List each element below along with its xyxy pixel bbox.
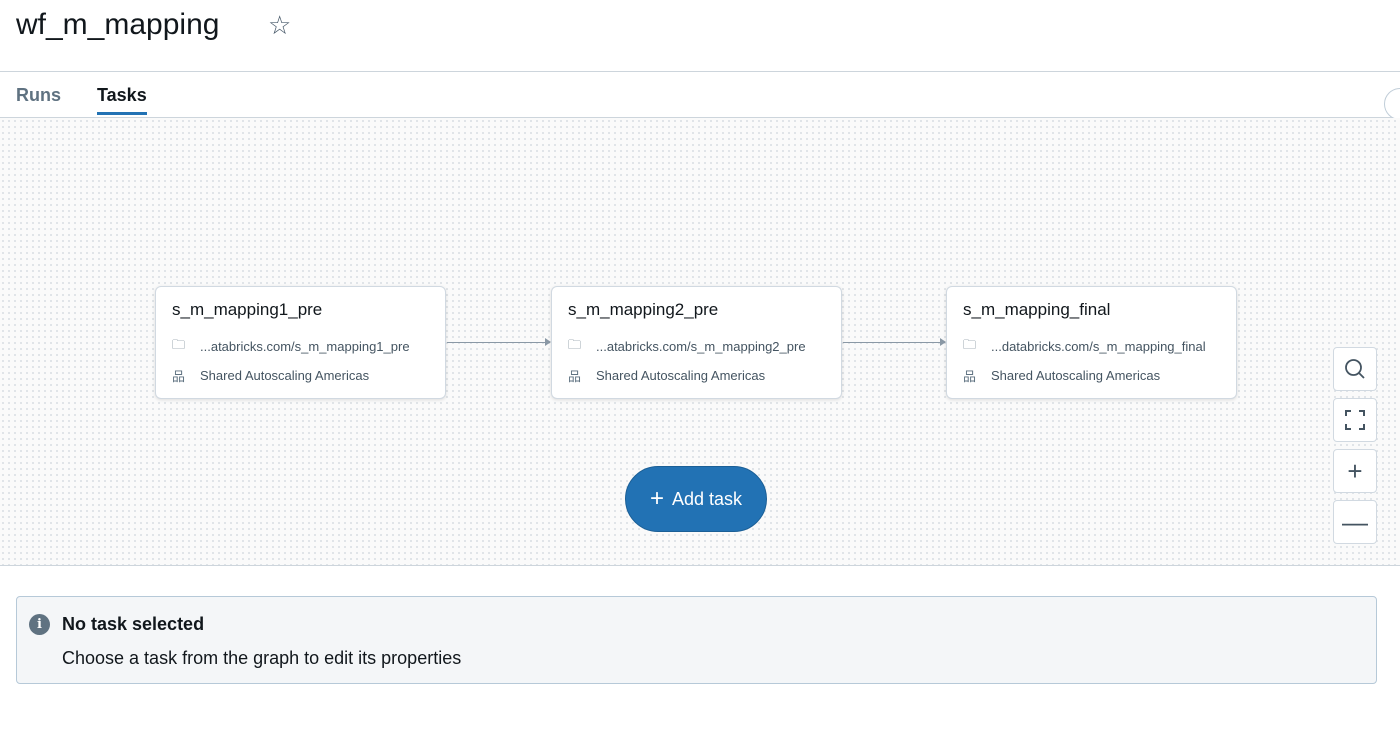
task-node[interactable]: s_m_mapping_final 🗀 ...databricks.com/s_m…	[946, 286, 1237, 399]
info-title: No task selected	[62, 614, 205, 634]
zoom-in-button[interactable]: +	[1333, 449, 1377, 493]
task-cluster: Shared Autoscaling Americas	[991, 368, 1161, 383]
star-icon[interactable]: ☆	[268, 10, 292, 40]
minus-icon: —	[1342, 506, 1368, 537]
task-path: ...atabricks.com/s_m_mapping2_pre	[596, 339, 806, 354]
add-task-button[interactable]: + Add task	[625, 466, 767, 532]
task-node[interactable]: s_m_mapping2_pre 🗀 ...atabricks.com/s_m_m…	[551, 286, 842, 399]
task-node[interactable]: s_m_mapping1_pre 🗀 ...atabricks.com/s_m_m…	[155, 286, 446, 399]
folder-icon: 🗀	[172, 336, 186, 352]
folder-icon: 🗀	[568, 336, 582, 352]
cluster-icon: 品	[172, 369, 186, 384]
cluster-icon: 品	[963, 369, 977, 384]
collapse-panel-button[interactable]	[1384, 88, 1400, 120]
plus-icon: +	[649, 485, 664, 512]
task-name: s_m_mapping2_pre	[568, 300, 719, 319]
page-title: wf_m_mapping	[16, 8, 220, 41]
search-icon	[1345, 359, 1365, 379]
task-path: ...atabricks.com/s_m_mapping1_pre	[200, 339, 410, 354]
task-cluster: Shared Autoscaling Americas	[200, 368, 370, 383]
divider	[0, 117, 1400, 118]
task-path: ...databricks.com/s_m_mapping_final	[991, 339, 1206, 354]
dependency-edge	[843, 338, 946, 346]
zoom-out-button[interactable]: —	[1333, 500, 1377, 544]
task-name: s_m_mapping_final	[963, 300, 1111, 319]
tab-runs[interactable]: Runs	[16, 85, 61, 105]
divider	[0, 71, 1400, 72]
folder-icon: 🗀	[963, 336, 977, 352]
info-description: Choose a task from the graph to edit its…	[62, 648, 462, 668]
info-icon: i	[29, 614, 50, 635]
add-task-label: Add task	[671, 488, 743, 509]
search-button[interactable]	[1333, 347, 1377, 391]
task-cluster: Shared Autoscaling Americas	[596, 368, 766, 383]
fullscreen-icon	[1345, 410, 1365, 430]
task-name: s_m_mapping1_pre	[172, 300, 323, 319]
cluster-icon: 品	[568, 369, 582, 384]
fit-view-button[interactable]	[1333, 398, 1377, 442]
dependency-edge	[447, 338, 551, 346]
task-graph-canvas[interactable]: s_m_mapping1_pre 🗀 ...atabricks.com/s_m_m…	[0, 118, 1400, 566]
no-task-selected-panel: i No task selected Choose a task from th…	[16, 596, 1377, 684]
plus-icon: +	[1347, 455, 1363, 486]
tab-tasks[interactable]: Tasks	[97, 85, 147, 115]
